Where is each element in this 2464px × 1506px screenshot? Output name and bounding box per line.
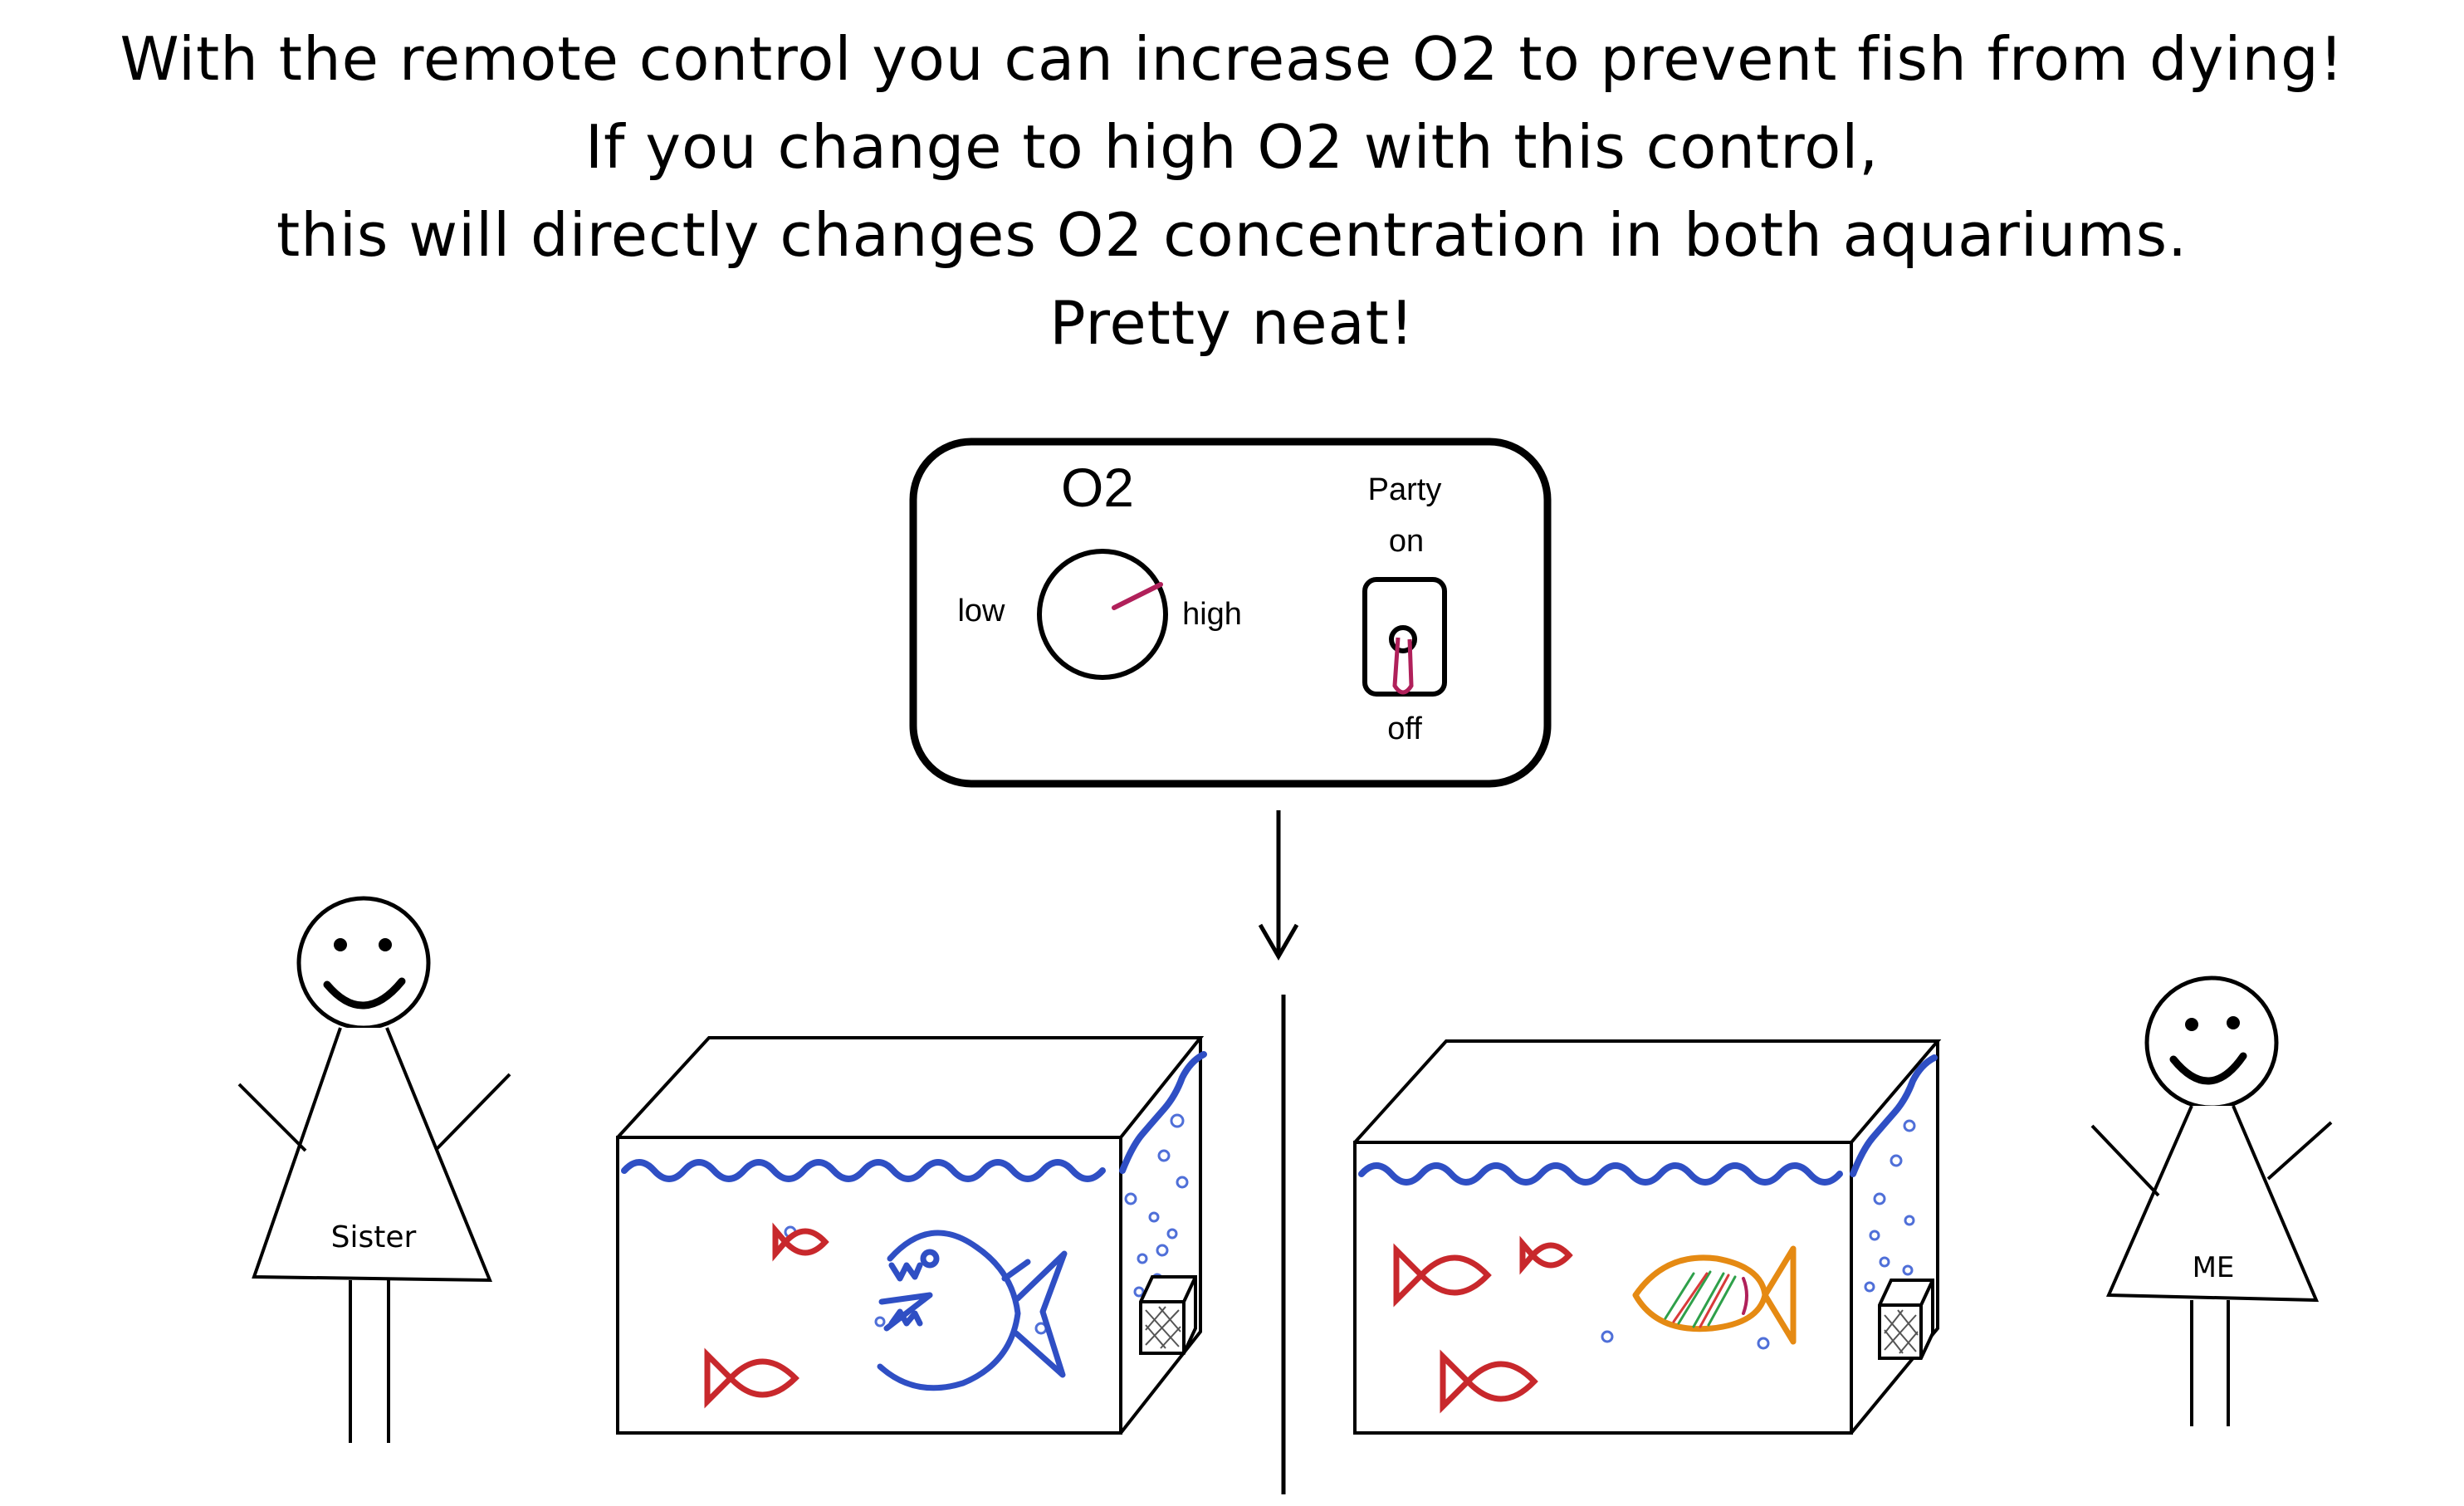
red-fish-small bbox=[1519, 1235, 1573, 1275]
caption-line-4: Pretty neat! bbox=[1049, 288, 1415, 358]
caption: With the remote control you can increase… bbox=[0, 15, 2464, 367]
o2-dial-knob[interactable] bbox=[1037, 549, 1168, 680]
me-dress bbox=[2105, 1105, 2320, 1303]
me-arm-right bbox=[2266, 1121, 2333, 1181]
party-label: Party bbox=[1368, 472, 1442, 507]
tank-top bbox=[1353, 1039, 1942, 1144]
me-figure: ME bbox=[2090, 975, 2333, 1426]
switch-lever bbox=[1392, 637, 1414, 695]
caption-line-1: With the remote control you can increase… bbox=[120, 24, 2344, 94]
sister-eye-right bbox=[379, 938, 392, 951]
tank-side bbox=[1119, 1038, 1202, 1435]
sister-eye-left bbox=[334, 938, 347, 951]
red-fish-large bbox=[1440, 1349, 1538, 1414]
o2-label: O2 bbox=[1061, 457, 1134, 518]
sister-smile bbox=[323, 977, 406, 1010]
water-surface bbox=[621, 1051, 1207, 1182]
me-smile bbox=[2169, 1052, 2247, 1085]
switch-on-label: on bbox=[1389, 524, 1424, 559]
switch-off-label: off bbox=[1387, 711, 1422, 746]
down-arrow bbox=[1258, 810, 1299, 961]
caption-line-2: If you change to high O2 with this contr… bbox=[584, 112, 1880, 182]
tank-side bbox=[1850, 1041, 1939, 1435]
me-shirt-label: ME bbox=[2193, 1251, 2235, 1284]
remote-control: O2 low high Party on off bbox=[909, 438, 1552, 788]
tank-front bbox=[1353, 1141, 1853, 1435]
aerator-stone bbox=[1878, 1279, 1934, 1360]
water-surface bbox=[1358, 1054, 1938, 1186]
me-eye-right bbox=[2227, 1016, 2240, 1029]
sister-arm-left bbox=[237, 1083, 307, 1152]
aquarium-right bbox=[1353, 1039, 1942, 1435]
me-eye-left bbox=[2185, 1018, 2198, 1031]
red-fish-large bbox=[1393, 1243, 1492, 1308]
sister-shirt-label: Sister bbox=[331, 1220, 417, 1254]
bubbles bbox=[784, 1113, 1189, 1335]
red-fish-small bbox=[772, 1222, 829, 1262]
dial-high-label: high bbox=[1182, 597, 1242, 632]
me-arm-left bbox=[2090, 1124, 2160, 1197]
red-fish-large bbox=[704, 1347, 799, 1409]
orange-striped-fish bbox=[1632, 1245, 1797, 1345]
me-head bbox=[2144, 975, 2279, 1110]
dial-low-label: low bbox=[957, 594, 1005, 628]
aerator-stone bbox=[1139, 1275, 1197, 1355]
dial-indicator bbox=[1112, 582, 1163, 610]
sister-figure: Sister bbox=[237, 896, 511, 1443]
tank-front bbox=[616, 1136, 1122, 1435]
sister-dress bbox=[252, 1027, 492, 1283]
caption-line-3: this will directly changes O2 concentrat… bbox=[276, 200, 2188, 270]
aquarium-left bbox=[616, 1036, 1207, 1435]
piranha-fish bbox=[877, 1230, 1068, 1391]
sister-arm-right bbox=[435, 1073, 511, 1151]
tank-top bbox=[616, 1036, 1205, 1139]
